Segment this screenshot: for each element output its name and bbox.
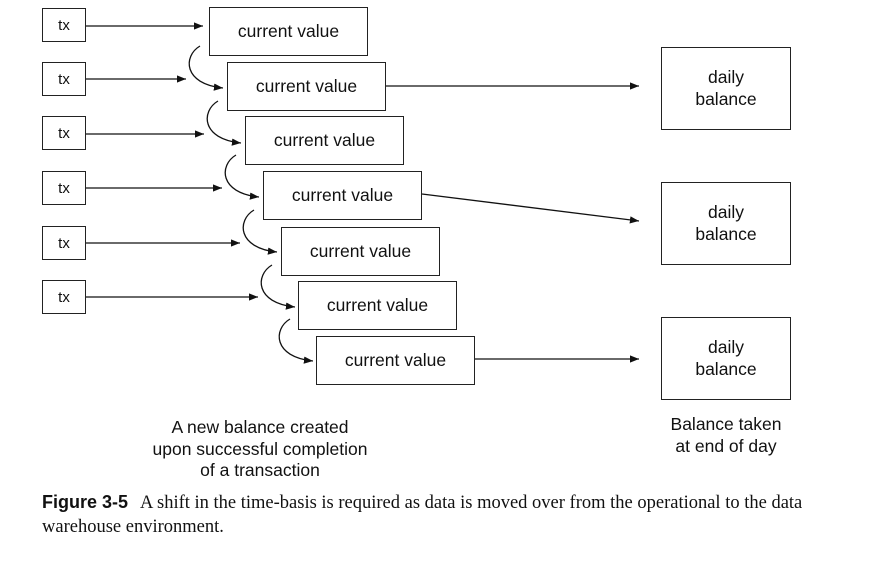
current-value-box-1: current value xyxy=(209,7,368,56)
tx-box-2: tx xyxy=(42,62,86,96)
chain-curve-2 xyxy=(206,100,242,146)
current-value-box-5: current value xyxy=(281,227,440,276)
current-value-box-2: current value xyxy=(227,62,386,111)
figure-number: Figure 3-5 xyxy=(42,492,129,512)
tx-box-1: tx xyxy=(42,8,86,42)
tx-box-4: tx xyxy=(42,171,86,205)
left-caption: A new balance created upon successful co… xyxy=(152,417,368,481)
figure-text: A shift in the time-basis is required as… xyxy=(42,493,803,538)
chain-curve-5 xyxy=(260,264,296,310)
current-value-box-4: current value xyxy=(263,171,422,220)
daily-balance-box-3: daily balance xyxy=(661,317,791,400)
current-value-box-7: current value xyxy=(316,336,475,385)
right-caption: Balance taken at end of day xyxy=(670,414,782,456)
chain-curve-4 xyxy=(242,209,278,255)
tx-box-6: tx xyxy=(42,280,86,314)
tx-box-5: tx xyxy=(42,226,86,260)
balance-arrow-2 xyxy=(421,193,640,224)
current-value-box-6: current value xyxy=(298,281,457,330)
daily-balance-box-1: daily balance xyxy=(661,47,791,130)
chain-curve-1 xyxy=(188,45,224,91)
current-value-box-3: current value xyxy=(245,116,404,165)
daily-balance-box-2: daily balance xyxy=(661,182,791,265)
tx-box-3: tx xyxy=(42,116,86,150)
chain-curve-6 xyxy=(278,318,314,364)
chain-curve-3 xyxy=(224,154,260,200)
